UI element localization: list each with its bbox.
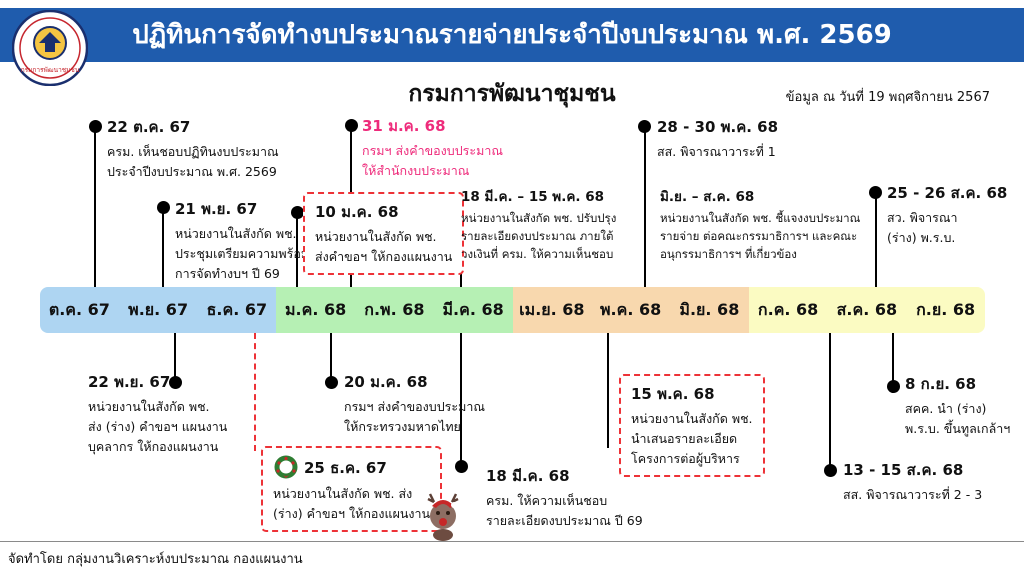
connector-line [606,333,610,448]
timeline-dot [156,200,170,214]
event-21-nov-67: 21 พ.ย. 67 หน่วยงานในสังกัด พช. ประชุมเต… [175,197,309,284]
timeline-dot [88,119,102,133]
timeline-dot [886,379,900,393]
connector-line [295,212,299,287]
event-date: 25 ธ.ค. 67 [304,458,387,477]
month-cell: ธ.ค. 67 [197,287,277,333]
event-22-oct-67: 22 ต.ค. 67 ครม. เห็นชอบปฏิทินงบประมาณ ปร… [107,115,279,182]
event-date: 25 - 26 ส.ค. 68 [887,184,1008,202]
month-cell: เม.ย. 68 [512,287,592,333]
footer-credit: จัดทำโดย กลุ่มงานวิเคราะห์งบประมาณ กองแผ… [8,552,303,567]
event-25-26-aug-68: 25 - 26 ส.ค. 68 สว. พิจารณา (ร่าง) พ.ร.บ… [887,181,1007,248]
event-date: 8 ก.ย. 68 [905,375,977,393]
timeline-dot [868,185,882,199]
month-cell: ก.พ. 68 [355,287,434,333]
event-date: 18 มี.ค. 68 [486,467,570,485]
event-text: กรมฯ ส่งคำของบประมาณ ให้กระทรวงมหาดไทย [344,399,485,434]
event-text: หน่วยงานในสังกัด พช. นำเสนอรายละเอียด โค… [631,411,753,466]
month-cell: ก.ย. 68 [906,287,985,333]
christmas-wreath-icon [273,454,299,484]
event-text: หน่วยงานในสังกัด พช. ส่งคำขอฯ ให้กองแผนง… [315,229,453,264]
month-cell: ก.ค. 68 [748,287,828,333]
timeline-dot [324,375,338,389]
month-cell: พ.ย. 67 [118,287,198,333]
month-cell: ส.ค. 68 [827,287,907,333]
page-title: ปฏิทินการจัดทำงบประมาณรายจ่ายประจำปีงบปร… [132,20,892,50]
timeline-bar: ต.ค. 67 พ.ย. 67 ธ.ค. 67 ม.ค. 68 ก.พ. 68 … [40,287,985,333]
event-13-15-aug-68: 13 - 15 ส.ค. 68 สส. พิจารณาวาระที่ 2 - 3 [843,458,982,505]
event-date: มิ.ย. – ส.ค. 68 [660,189,755,205]
santa-reindeer-icon [420,492,466,546]
month-cell: มี.ค. 68 [433,287,513,333]
month-cell: ม.ค. 68 [276,287,355,333]
event-20-jan-68: 20 ม.ค. 68 กรมฯ ส่งคำของบประมาณ ให้กระทร… [344,370,485,437]
event-text: สว. พิจารณา (ร่าง) พ.ร.บ. [887,210,958,245]
connector-line [828,333,832,470]
event-text: หน่วยงานในสังกัด พช. ส่ง (ร่าง) คำขอฯ แผ… [88,399,228,454]
event-date: 18 มี.ค. – 15 พ.ค. 68 [461,189,604,205]
event-jun-aug-68: มิ.ย. – ส.ค. 68 หน่วยงานในสังกัด พช. ชี้… [660,185,860,263]
event-text: ครม. เห็นชอบปฏิทินงบประมาณ ประจำปีงบประม… [107,144,279,179]
month-cell: มิ.ย. 68 [670,287,749,333]
timeline-dot [344,118,358,132]
event-18-mar-68: 18 มี.ค. 68 ครม. ให้ความเห็นชอบ รายละเอี… [486,464,643,531]
event-text: กรมฯ ส่งคำของบประมาณ ให้สำนักงบประมาณ [362,143,503,178]
event-22-nov-67: 22 พ.ย. 67 หน่วยงานในสังกัด พช. ส่ง (ร่า… [88,370,227,457]
footer-divider [0,541,1024,542]
event-date: 28 - 30 พ.ค. 68 [657,118,779,136]
event-28-30-may-68: 28 - 30 พ.ค. 68 สส. พิจารณาวาระที่ 1 [657,115,778,162]
event-8-sep-68: 8 ก.ย. 68 สคค. นำ (ร่าง) พ.ร.บ. ขึ้นทูลเ… [905,372,1010,439]
event-text: หน่วยงานในสังกัด พช. ปรับปรุง รายละเอียด… [461,211,617,261]
event-text: สคค. นำ (ร่าง) พ.ร.บ. ขึ้นทูลเกล้าฯ [905,401,1011,436]
timeline-dot [290,205,304,219]
connector-line [874,192,878,287]
month-cell: พ.ค. 68 [591,287,670,333]
event-text: หน่วยงานในสังกัด พช. ชี้แจงงบประมาณ รายจ… [660,211,861,261]
event-text: หน่วยงานในสังกัด พช. ส่ง (ร่าง) คำขอฯ ให… [273,486,431,521]
connector-line [643,126,647,287]
logo-label: กรมการพัฒนาชุมชน [21,66,80,74]
event-date: 15 พ.ค. 68 [631,385,715,403]
event-text: หน่วยงานในสังกัด พช. ประชุมเตรียมความพร้… [175,226,310,281]
timeline-dot [637,119,651,133]
event-date: 21 พ.ย. 67 [175,200,258,218]
event-text: ครม. ให้ความเห็นชอบ รายละเอียดงบประมาณ ป… [486,493,643,528]
event-date: 10 ม.ค. 68 [315,203,399,221]
timeline-dot [823,463,837,477]
event-18-mar-15-may-68: 18 มี.ค. – 15 พ.ค. 68 หน่วยงานในสังกัด พ… [461,185,616,263]
connector-line [93,126,97,287]
department-subtitle: กรมการพัฒนาชุมชน [408,81,616,107]
header-bar [0,8,1024,62]
event-date: 31 ม.ค. 68 [362,117,446,135]
event-25-dec-67-highlighted: 25 ธ.ค. 67 หน่วยงานในสังกัด พช. ส่ง (ร่า… [261,446,443,532]
event-date: 22 ต.ค. 67 [107,118,191,136]
connector-line [161,207,165,287]
data-as-of-note: ข้อมูล ณ วันที่ 19 พฤศจิกายน 2567 [785,90,990,105]
connector-line [891,333,895,386]
event-text: สส. พิจารณาวาระที่ 1 [657,144,776,159]
event-10-jan-68-highlighted: 10 ม.ค. 68 หน่วยงานในสังกัด พช. ส่งคำขอฯ… [303,192,465,275]
event-15-may-68-highlighted: 15 พ.ค. 68 หน่วยงานในสังกัด พช. นำเสนอรา… [619,374,765,477]
connector-line [459,333,463,466]
department-logo-icon: กรมการพัฒนาชุมชน [11,9,89,87]
event-date: 13 - 15 ส.ค. 68 [843,461,964,479]
event-text: สส. พิจารณาวาระที่ 2 - 3 [843,487,983,502]
connector-line-dashed [253,333,256,451]
event-31-jan-68: 31 ม.ค. 68 กรมฯ ส่งคำของบประมาณ ให้สำนัก… [362,114,503,181]
event-date: 20 ม.ค. 68 [344,373,428,391]
month-cell: ต.ค. 67 [40,287,119,333]
timeline-dot [454,459,468,473]
timeline-dot [168,375,182,389]
event-date: 22 พ.ย. 67 [88,373,171,391]
connector-line [173,333,177,382]
connector-line [329,333,333,382]
